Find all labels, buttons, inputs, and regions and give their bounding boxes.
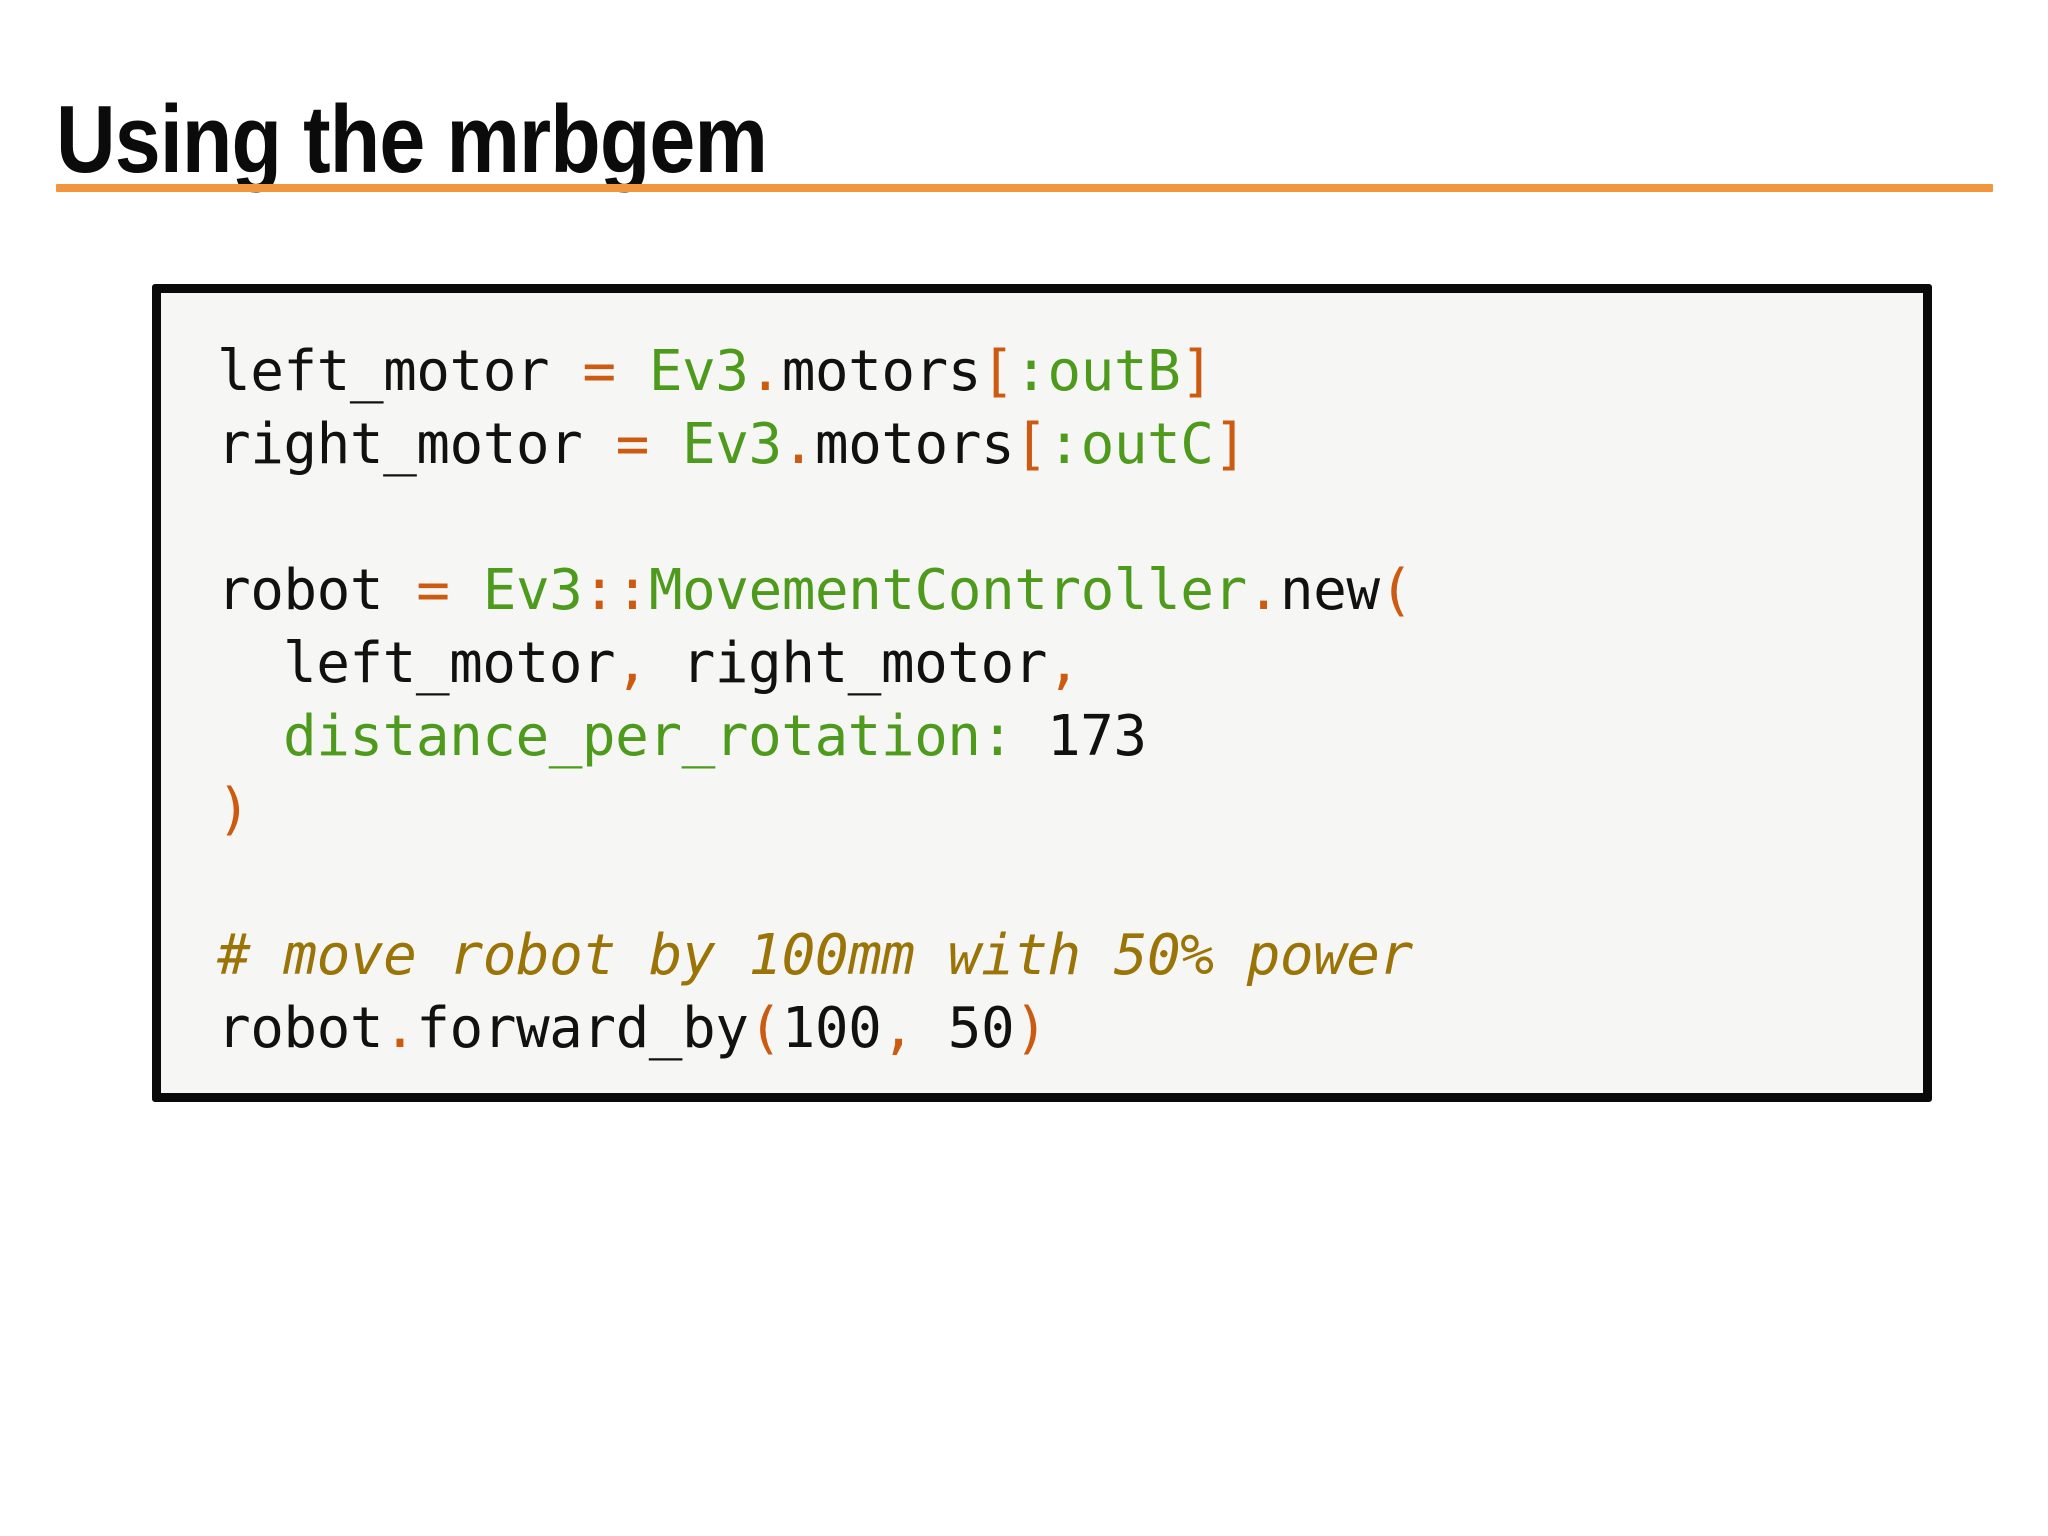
code-token: . — [383, 996, 417, 1061]
code-token: , — [1046, 631, 1081, 696]
code-line: left_motor, right_motor, — [217, 627, 1897, 700]
code-token: , — [881, 996, 915, 1061]
code-token: left_motor — [283, 631, 616, 696]
code-token: ) — [217, 777, 251, 842]
code-line: # move robot by 100mm with 50% power — [217, 919, 1897, 992]
code-token: distance_per_rotation: — [283, 704, 1014, 769]
code-token: motors — [814, 412, 1015, 477]
code-line — [217, 846, 1897, 919]
code-token: Ev3 — [648, 339, 749, 404]
code-token: ) — [1014, 996, 1048, 1061]
code-token: 50 — [914, 996, 1015, 1061]
code-token: . — [1246, 558, 1281, 623]
title-underline-rule — [56, 184, 1993, 192]
code-token: ] — [1180, 339, 1214, 404]
code-token: . — [748, 339, 782, 404]
code-token — [450, 558, 483, 623]
code-block-content: left_motor = Ev3.motors[:outB]right_moto… — [161, 293, 1923, 1091]
code-token: # move robot by 100mm with 50% power — [217, 923, 1413, 988]
code-token — [649, 412, 682, 477]
code-token: , — [615, 631, 649, 696]
code-token: :outB — [1014, 339, 1181, 404]
code-token: :: — [582, 558, 649, 623]
code-block: left_motor = Ev3.motors[:outB]right_moto… — [152, 284, 1932, 1102]
code-token: = — [582, 339, 616, 404]
code-token: ( — [1379, 558, 1414, 623]
code-token: ] — [1213, 412, 1247, 477]
code-line: ) — [217, 773, 1897, 846]
code-token: Ev3 — [482, 558, 583, 623]
code-token: right_motor — [217, 412, 616, 477]
code-line — [217, 481, 1897, 554]
code-token: forward_by — [416, 996, 749, 1061]
code-token: 173 — [1013, 704, 1147, 769]
code-token: ( — [748, 996, 782, 1061]
code-token: = — [416, 558, 450, 623]
code-token: 100 — [781, 996, 882, 1061]
code-token: robot — [217, 996, 384, 1061]
code-token: :outC — [1047, 412, 1214, 477]
code-line: distance_per_rotation: 173 — [217, 700, 1897, 773]
code-token: MovementController — [648, 558, 1247, 623]
code-token: [ — [1014, 412, 1048, 477]
code-line: robot.forward_by(100, 50) — [217, 992, 1897, 1065]
code-line: right_motor = Ev3.motors[:outC] — [217, 408, 1897, 481]
code-token: new — [1279, 558, 1380, 623]
code-token: . — [781, 412, 816, 477]
code-token: motors — [781, 339, 982, 404]
code-token: = — [615, 412, 650, 477]
code-token: [ — [980, 339, 1015, 404]
code-line: robot = Ev3::MovementController.new( — [217, 554, 1897, 627]
page-title: Using the mrbgem — [56, 86, 768, 194]
code-token: Ev3 — [682, 412, 782, 477]
code-token — [616, 339, 649, 404]
code-token: left_motor — [217, 339, 583, 404]
code-line: left_motor = Ev3.motors[:outB] — [217, 335, 1897, 408]
code-token: robot — [217, 558, 417, 623]
code-token: right_motor — [648, 631, 1048, 696]
